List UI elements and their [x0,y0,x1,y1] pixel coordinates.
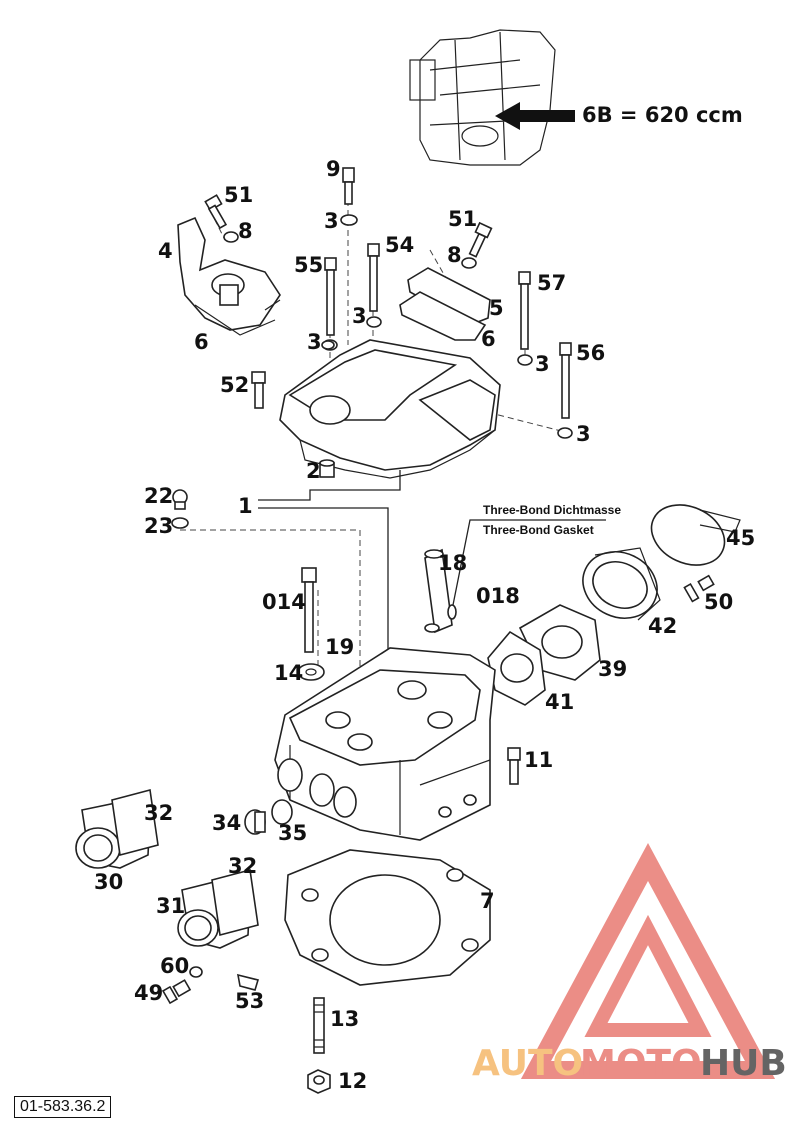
washer-3e [557,427,573,439]
washer-3d [517,354,533,366]
label-42: 42 [648,614,677,638]
label-49: 49 [134,981,163,1005]
cover-5 [407,267,491,326]
label-3e: 3 [576,422,591,446]
model-note: 6B = 620 ccm [582,103,743,127]
label-31: 31 [156,894,185,918]
gasket-32a [111,788,159,857]
bolt-014 [301,567,317,653]
label-2: 2 [306,459,321,483]
ring-35 [271,799,293,825]
label-52: 52 [220,373,249,397]
reference-code: 01-583.36.2 [14,1096,112,1118]
label-6b: 6 [481,327,496,351]
label-9: 9 [326,157,341,181]
bolt-49 [161,979,192,1005]
bolt-50 [683,574,715,603]
gasket-6b [399,291,487,341]
label-54: 54 [385,233,414,257]
bolt-9 [342,167,355,205]
washer-3c [366,316,382,328]
label-35: 35 [278,821,307,845]
gasket-41 [487,630,546,706]
label-39: 39 [598,657,627,681]
label-018: 018 [476,584,520,608]
label-8b: 8 [447,243,462,267]
washer-8a [223,231,239,243]
washer-23 [171,517,189,529]
label-5: 5 [489,296,504,320]
stud-13 [313,997,325,1054]
label-41: 41 [545,690,574,714]
label-45: 45 [726,526,755,550]
watermark-auto: AUTO [472,1043,583,1084]
washer-3a [340,214,358,226]
label-7: 7 [480,889,495,913]
label-55: 55 [294,253,323,277]
bolt-57 [518,271,531,350]
label-18: 18 [438,551,467,575]
label-13: 13 [330,1007,359,1031]
washer-60 [189,966,203,978]
label-3a: 3 [324,209,339,233]
watermark-moto: MOTO [580,1043,702,1084]
bolt-54 [367,243,380,312]
label-12: 12 [338,1069,367,1093]
valve-cover-1 [279,339,501,479]
label-30: 30 [94,870,123,894]
bolt-52 [251,371,266,409]
seal-018 [424,623,440,633]
label-56: 56 [576,341,605,365]
label-50: 50 [704,590,733,614]
nut-12 [307,1069,331,1094]
label-14: 14 [274,661,303,685]
label-1: 1 [238,494,253,518]
cylinder-head-19 [274,647,496,841]
head-gasket-7 [284,849,491,986]
tube-18 [424,548,453,634]
model-arrow [495,102,575,130]
clip-53 [236,973,260,991]
dowel-2 [319,459,335,478]
label-014: 014 [262,590,306,614]
label-53: 53 [235,989,264,1013]
gasket-note-de: Three-Bond Dichtmasse [483,503,621,517]
automotohub-watermark: AUTO MOTO HUB [472,843,787,1084]
label-22: 22 [144,484,173,508]
label-60: 60 [160,954,189,978]
label-57: 57 [537,271,566,295]
gasket-note-en: Three-Bond Gasket [483,523,594,537]
label-32a: 32 [144,801,173,825]
seal-018b [447,604,457,620]
label-8a: 8 [238,219,253,243]
label-51a: 51 [224,183,253,207]
label-23: 23 [144,514,173,538]
bolt-56 [559,342,572,419]
label-51b: 51 [448,207,477,231]
label-32b: 32 [228,854,257,878]
watermark-hub: HUB [700,1043,787,1084]
label-34: 34 [212,811,241,835]
label-3b: 3 [352,304,367,328]
label-4: 4 [158,239,173,263]
intake-boot-42 [582,547,661,621]
bolt-51b [468,221,493,258]
bolt-51a [204,194,228,230]
washer-14 [297,663,325,681]
washer-8b [461,257,477,269]
label-3c: 3 [307,330,322,354]
label-3d: 3 [535,352,550,376]
plug-22 [172,489,188,510]
plug-34 [244,809,266,835]
bolt-11 [507,747,521,785]
clamp-45 [650,504,741,566]
label-6a: 6 [194,330,209,354]
gasket-32b [211,868,259,937]
thermostat-housing-4 [177,216,281,336]
label-19: 19 [325,635,354,659]
bolt-55 [324,257,337,336]
label-11: 11 [524,748,553,772]
engine-thumbnail [409,29,556,166]
